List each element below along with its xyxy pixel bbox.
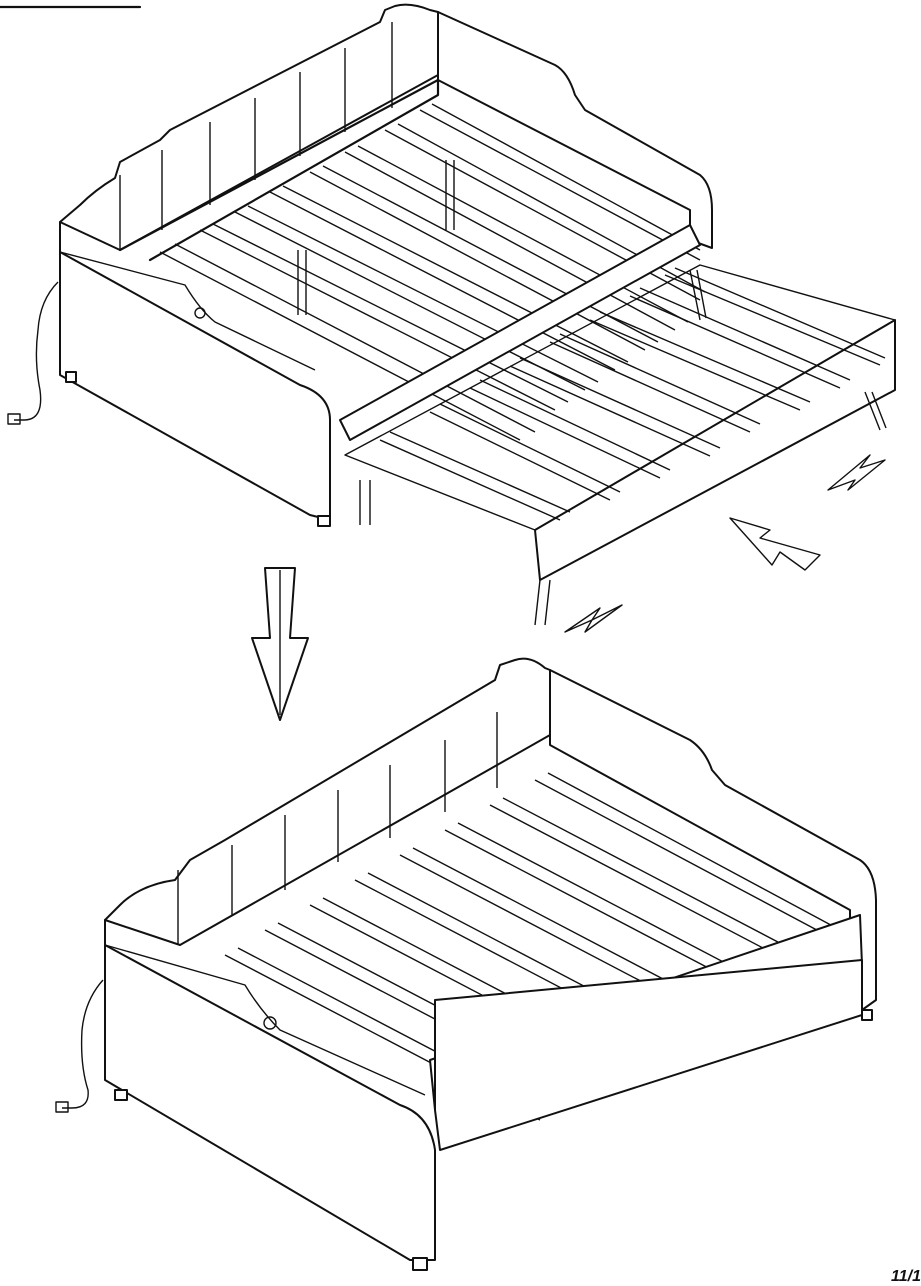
daybed-bottom	[55, 657, 877, 1271]
double-outline-arrow-icon	[564, 454, 886, 633]
power-plug-icon	[14, 281, 59, 421]
page-number: 11/1	[891, 1268, 921, 1285]
power-plug-icon	[62, 979, 104, 1109]
usb-port	[263, 1016, 277, 1030]
trundle-front	[434, 959, 863, 1151]
center-legs	[297, 160, 455, 315]
side-rail	[118, 78, 440, 262]
center-beam	[339, 224, 701, 441]
daybed-top	[7, 3, 896, 626]
right-arm-top	[437, 11, 713, 249]
trundle-legs	[359, 269, 887, 626]
foot	[65, 371, 77, 383]
back-tufts	[119, 22, 393, 250]
left-arm-bottom	[104, 919, 436, 1261]
foot	[861, 1009, 873, 1021]
back-panel	[104, 657, 551, 946]
back-tufts	[177, 712, 498, 945]
foot	[114, 1089, 128, 1101]
left-arm-top	[59, 221, 331, 521]
trundle-slats	[379, 267, 886, 521]
right-arm-bottom	[549, 669, 877, 1011]
foot	[412, 1257, 428, 1271]
back-panel	[59, 3, 439, 251]
foot	[317, 515, 331, 527]
usb-port	[194, 307, 206, 319]
